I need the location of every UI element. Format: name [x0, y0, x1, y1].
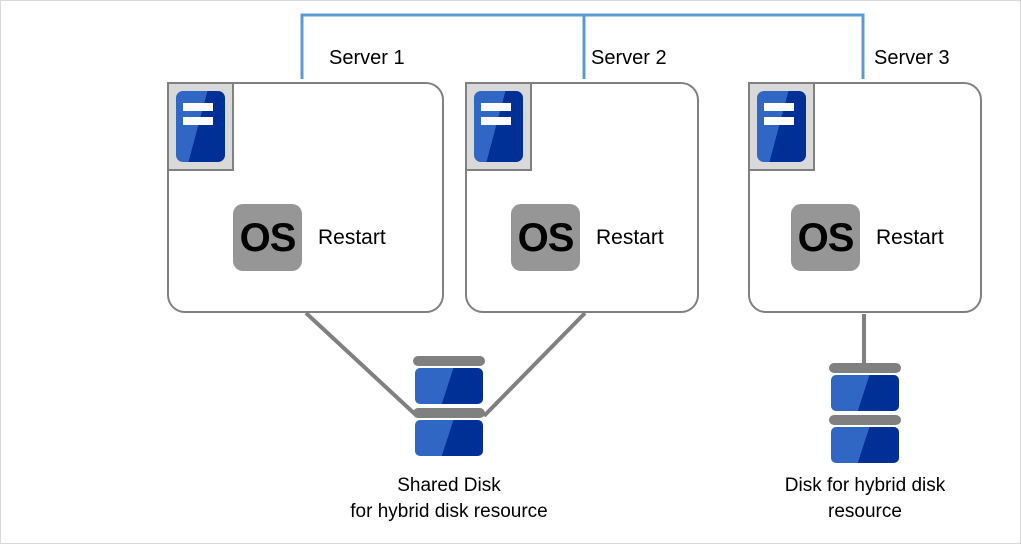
os-status-group-3: OS Restart — [791, 204, 944, 271]
disk-platter-top — [831, 375, 899, 411]
server-label-3: Server 3 — [874, 47, 950, 69]
server-status-2: Restart — [596, 225, 664, 249]
server-icon-body — [176, 91, 225, 162]
server-icon-slot-1 — [763, 103, 795, 112]
server-icon-1 — [167, 82, 234, 171]
server-icon-slot-1 — [480, 103, 512, 112]
shared-disk-icon[interactable] — [413, 356, 485, 456]
local-disk-caption: Disk for hybrid disk resource — [740, 473, 990, 524]
server-label-1: Server 1 — [329, 47, 405, 69]
server-status-1: Restart — [318, 225, 386, 249]
local-disk-icon[interactable] — [829, 363, 901, 463]
disk-platter-bottom — [831, 427, 899, 463]
disk-bar-middle — [413, 408, 485, 418]
disk-bar-top — [829, 363, 901, 373]
server-icon-body — [474, 91, 523, 162]
os-status-group-2: OS Restart — [511, 204, 664, 271]
server-icon-slot-2 — [480, 116, 512, 125]
disk-platter-bottom — [415, 420, 483, 456]
server-icon-body — [757, 91, 806, 162]
os-badge-3: OS — [791, 204, 860, 271]
os-badge-1: OS — [233, 204, 302, 271]
network-bus-line — [300, 13, 865, 79]
server-label-2: Server 2 — [591, 47, 667, 69]
server-status-3: Restart — [876, 225, 944, 249]
os-status-group-1: OS Restart — [233, 204, 386, 271]
server-icon-2 — [465, 82, 532, 171]
server-box-2[interactable] — [465, 82, 699, 313]
disk-platter-top — [415, 368, 483, 404]
shared-disk-caption-line-2: for hybrid disk resource — [350, 500, 548, 522]
os-badge-2: OS — [511, 204, 580, 271]
disk-bar-top — [413, 356, 485, 366]
disk-bar-middle — [829, 415, 901, 425]
server-icon-slot-2 — [763, 116, 795, 125]
server-icon-3 — [748, 82, 815, 171]
local-disk-caption-line-2: resource — [828, 500, 902, 522]
shared-disk-connectors — [304, 311, 587, 418]
server-icon-slot-2 — [182, 116, 214, 125]
shared-disk-caption-line-1: Shared Disk — [397, 475, 501, 496]
server-icon-slot-1 — [182, 103, 214, 112]
local-disk-caption-line-1: Disk for hybrid disk — [784, 475, 946, 496]
shared-disk-caption: Shared Disk for hybrid disk resource — [301, 473, 597, 524]
